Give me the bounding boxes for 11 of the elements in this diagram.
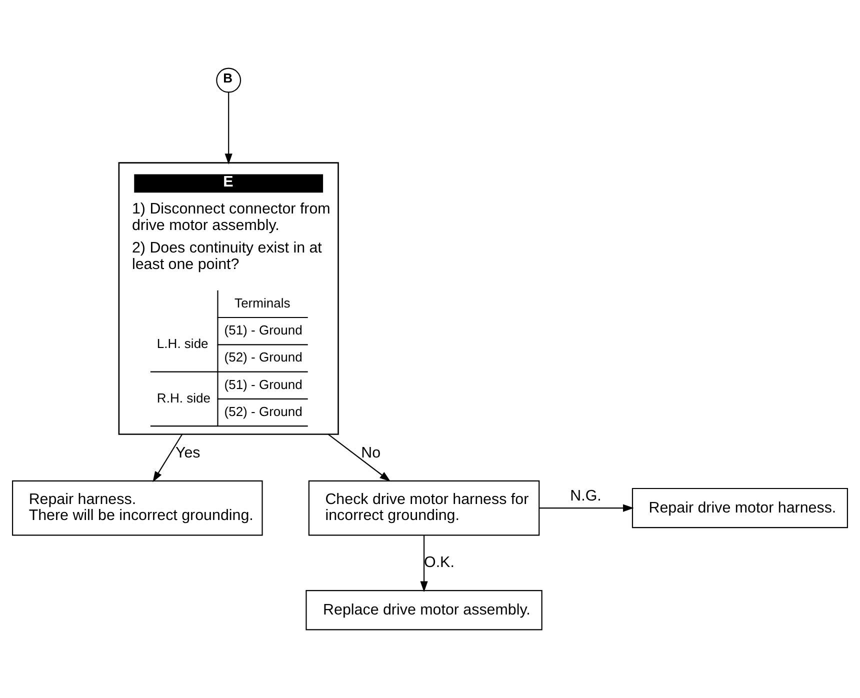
label: L.H. side [156, 336, 208, 352]
edge-label: Yes [175, 444, 200, 462]
edge-label: O.K. [424, 554, 454, 571]
label: (51) - Ground [224, 376, 302, 392]
edge-label: N.G. [570, 488, 602, 505]
label: Terminals [234, 295, 290, 310]
label: (51) - Ground [224, 322, 302, 338]
label: (52) - Ground [224, 404, 302, 419]
label: R.H. side [156, 390, 210, 406]
edge-label: No [361, 444, 381, 462]
label: (52) - Ground [224, 350, 302, 365]
